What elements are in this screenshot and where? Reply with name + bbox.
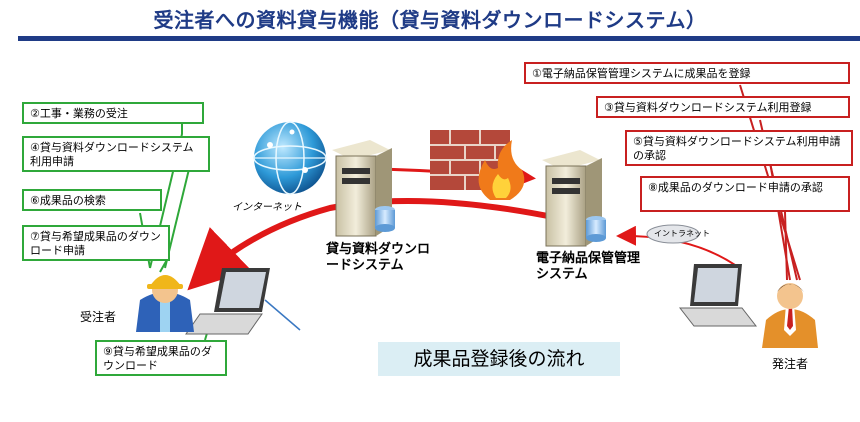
page-title: 受注者への資料貸与機能（貸与資料ダウンロードシステム） — [153, 8, 707, 32]
lending-system-label: 貸与資料ダウンロードシステム — [326, 242, 431, 273]
intranet-arrow — [616, 225, 736, 266]
server-icon — [542, 150, 606, 247]
laptop-icon — [678, 264, 758, 327]
firewall-icon — [430, 130, 525, 200]
step-box-orderer: ⑧成果品のダウンロード申請の承認 — [640, 176, 850, 212]
step-box-contractor: ②工事・業務の受注 — [22, 102, 204, 124]
intranet-label: イントラネット — [654, 229, 710, 238]
intranet-cloud-icon — [646, 224, 700, 244]
lan-cable — [264, 299, 301, 331]
contractor-label: 受注者 — [80, 310, 117, 324]
step-box-orderer: ⑤貸与資料ダウンロードシステム利用申請の承認 — [625, 130, 853, 166]
laptop-icon — [185, 268, 270, 335]
step-box-contractor: ⑥成果品の検索 — [22, 189, 162, 211]
step-box-contractor: ⑦貸与希望成果品のダウンロード申請 — [22, 225, 170, 261]
globe-icon — [253, 121, 327, 195]
internet-label: インターネット — [232, 202, 302, 213]
flow-label: 成果品登録後の流れ — [378, 342, 620, 376]
step-box-orderer: ③貸与資料ダウンロードシステム利用登録 — [596, 96, 850, 118]
orderer-label: 発注者 — [772, 357, 809, 371]
person-icon — [136, 275, 194, 332]
storage-system-label: 電子納品保管管理システム — [536, 251, 641, 282]
person-icon — [762, 283, 818, 348]
server-icon — [332, 140, 395, 237]
step-box-contractor: ⑨貸与希望成果品のダウンロード — [95, 340, 227, 376]
title-divider — [18, 36, 860, 41]
step-box-contractor: ④貸与資料ダウンロードシステム利用申請 — [22, 136, 210, 172]
step-box-orderer: ①電子納品保管管理システムに成果品を登録 — [524, 62, 850, 84]
